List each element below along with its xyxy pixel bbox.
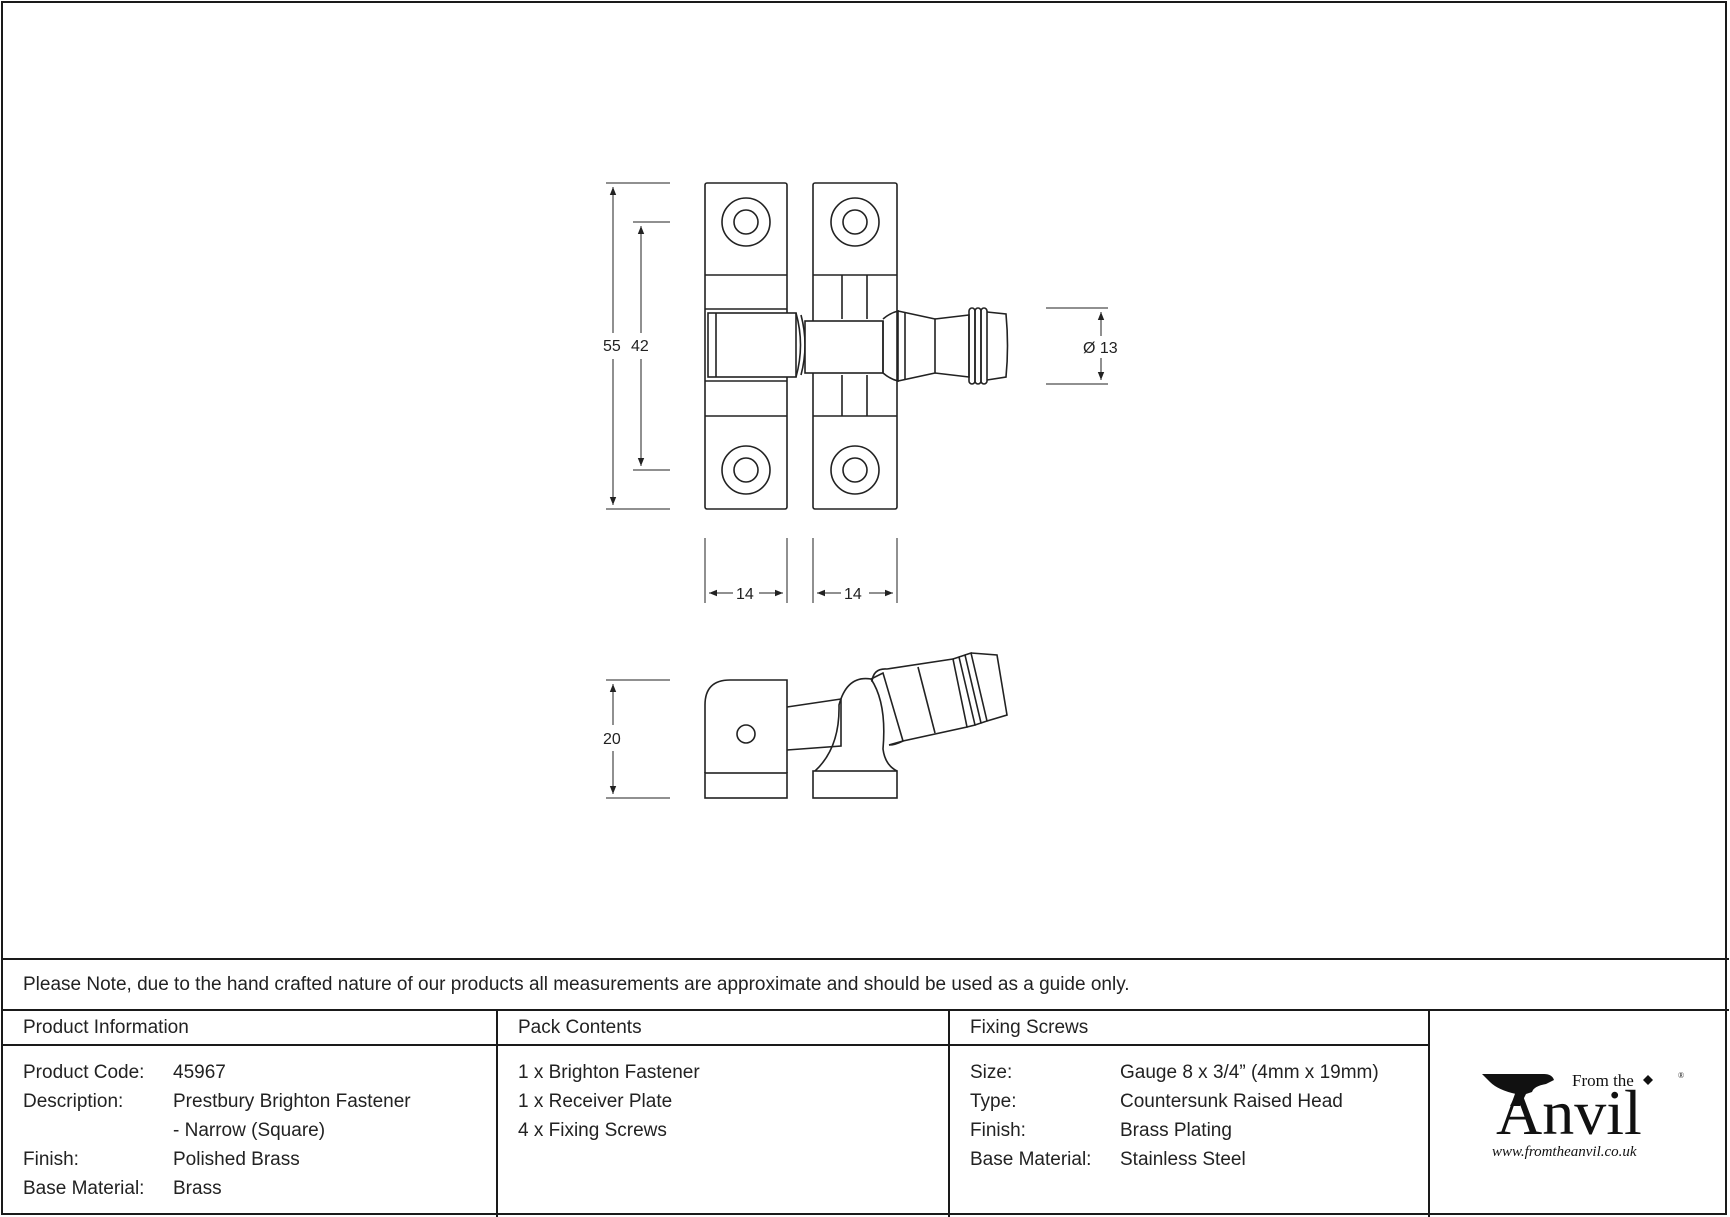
pack-contents-heading: Pack Contents	[498, 1011, 948, 1046]
fixing-screws-heading: Fixing Screws	[950, 1011, 1428, 1046]
svg-text:®: ®	[1678, 1071, 1684, 1080]
info-row: - Narrow (Square)	[173, 1120, 326, 1141]
measurement-note: Please Note, due to the hand crafted nat…	[3, 958, 1729, 1011]
screw-row: Type:Countersunk Raised Head	[970, 1091, 1343, 1112]
info-row: Product Code:45967	[23, 1062, 226, 1083]
dim-knob-diameter: Ø 13	[1083, 340, 1118, 357]
product-information-heading: Product Information	[3, 1011, 496, 1046]
pack-item: 1 x Brighton Fastener	[518, 1062, 700, 1083]
dim-left-plate-width: 14	[736, 586, 754, 603]
svg-text:Anvil: Anvil	[1496, 1077, 1642, 1148]
pack-item: 4 x Fixing Screws	[518, 1120, 667, 1141]
screw-row: Base Material:Stainless Steel	[970, 1149, 1246, 1170]
dim-overall-height: 55	[603, 338, 621, 355]
from-the-anvil-logo: Anvil From the ® www.fromtheanvil.co.uk	[1482, 1071, 1684, 1160]
right-plate-front	[804, 182, 1009, 510]
screw-row: Size:Gauge 8 x 3/4” (4mm x 19mm)	[970, 1062, 1379, 1083]
screw-row: Finish:Brass Plating	[970, 1120, 1232, 1141]
side-view	[704, 651, 1008, 799]
technical-drawing: 55 42 Ø 13 14 14 20	[603, 182, 1118, 799]
info-row: Description:Prestbury Brighton Fastener	[23, 1091, 411, 1112]
svg-text:From the: From the	[1572, 1071, 1634, 1090]
pack-item: 1 x Receiver Plate	[518, 1091, 673, 1112]
info-row: Finish:Polished Brass	[23, 1149, 300, 1170]
info-row: Base Material:Brass	[23, 1178, 222, 1199]
dim-side-height: 20	[603, 731, 621, 748]
fixing-screws-panel: Fixing Screws Size:Gauge 8 x 3/4” (4mm x…	[948, 1011, 1428, 1217]
dim-right-plate-width: 14	[844, 586, 862, 603]
dim-screw-centres: 42	[631, 338, 649, 355]
left-plate-front	[704, 182, 806, 510]
svg-text:www.fromtheanvil.co.uk: www.fromtheanvil.co.uk	[1492, 1144, 1637, 1160]
logo-panel: Anvil From the ® www.fromtheanvil.co.uk	[1428, 1011, 1729, 1217]
pack-contents-panel: Pack Contents 1 x Brighton Fastener 1 x …	[496, 1011, 948, 1217]
product-information-panel: Product Information Product Code:45967 D…	[3, 1011, 496, 1217]
